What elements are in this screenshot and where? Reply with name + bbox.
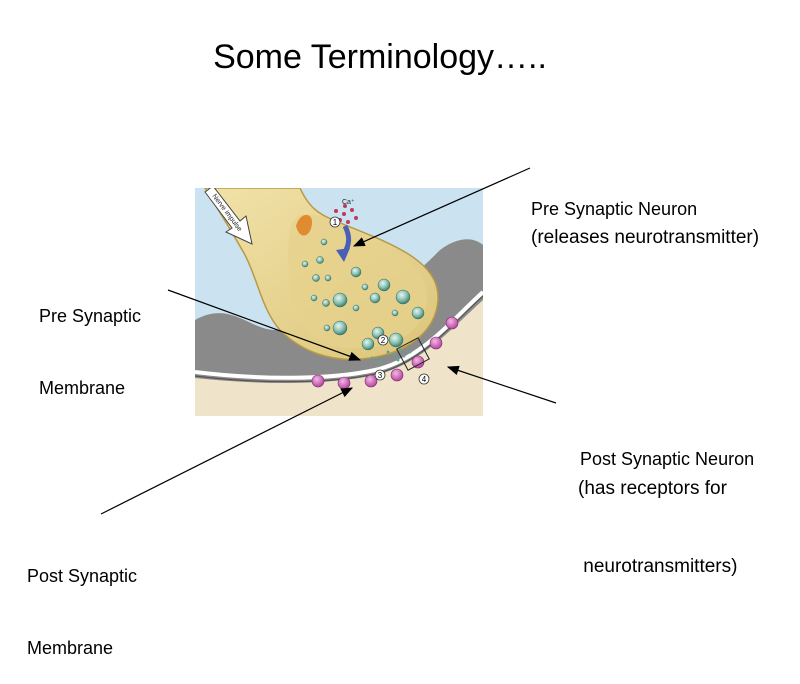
label-post-neuron-line2: (has receptors for [578,478,727,499]
receptors [311,316,459,390]
svg-text:1: 1 [333,218,338,227]
label-pre-membrane: Pre Synaptic Membrane [39,256,141,424]
pointer-post-membrane [100,387,354,515]
label-pre-membrane-line1: Pre Synaptic [39,306,142,326]
svg-text:2: 2 [381,336,386,345]
synapse-illustration: 1 2 3 4 Nerve impulse Ca⁺ [195,188,483,416]
label-pre-neuron-line1: Pre Synaptic Neuron [531,199,698,219]
neurotransmitter-dots [370,348,412,364]
label-post-neuron-desc: (has receptors for neurotransmitters) [578,424,737,606]
step-markers: 1 2 3 4 [329,216,430,385]
label-pre-neuron: Pre Synaptic Neuron [531,149,697,245]
calcium-label: Ca⁺ [342,199,355,206]
svg-text:4: 4 [422,375,427,384]
label-post-neuron-line1: Post Synaptic Neuron [580,449,755,469]
mitochondrion [296,214,312,236]
pointer-post-neuron [446,365,557,404]
slide-title: Some Terminology….. [213,38,547,76]
label-pre-neuron-desc: (releases neurotransmitter) [531,173,759,277]
synaptic-vesicles [301,238,425,351]
pointer-pre-neuron [352,167,531,247]
label-pre-membrane-line2: Membrane [39,378,126,398]
svg-text:3: 3 [378,371,383,380]
label-post-membrane-line2: Membrane [27,638,114,658]
nerve-impulse-arrow [204,188,253,245]
synapse-diagram: 1 2 3 4 Nerve impulse Ca⁺ [100,167,557,515]
pointer-pre-membrane [167,289,362,361]
receptor-zoom-box [396,337,430,371]
label-post-neuron: Post Synaptic Neuron [580,399,754,495]
label-pre-neuron-line2: (releases neurotransmitter) [531,227,760,248]
postsynaptic-cell [195,300,483,416]
pointer-lines [100,167,557,515]
label-post-membrane-line1: Post Synaptic [27,566,138,586]
label-post-neuron-line3: neurotransmitters) [578,556,738,577]
label-post-membrane: Post Synaptic Membrane [27,516,137,684]
